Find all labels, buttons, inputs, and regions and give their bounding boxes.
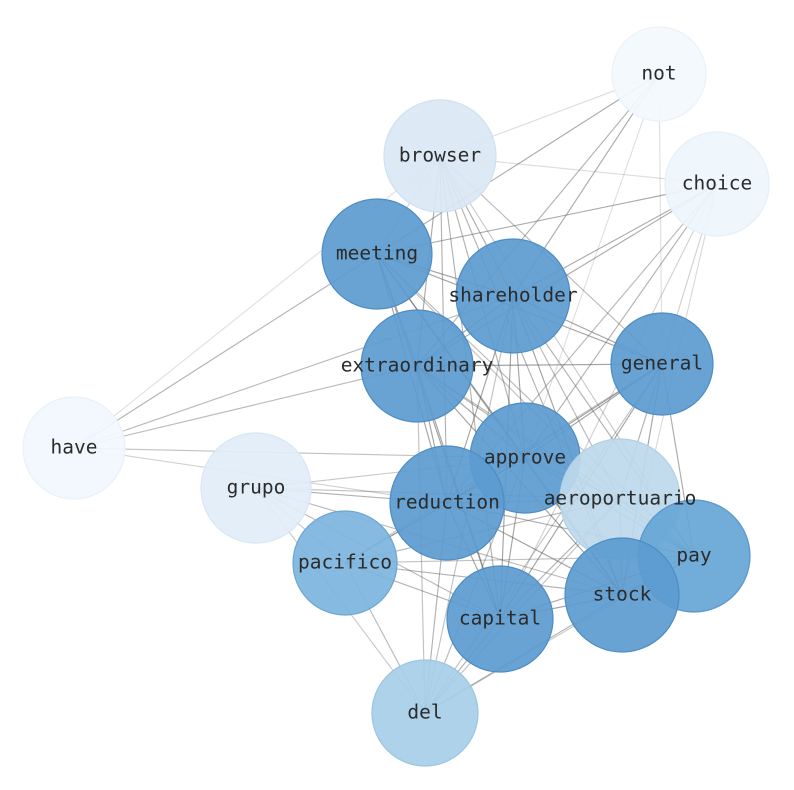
graph-edge (73, 253, 378, 449)
graph-edge (499, 183, 718, 620)
graph-node-pacifico[interactable] (292, 510, 398, 616)
graph-node-not[interactable] (611, 26, 707, 122)
graph-edge (376, 183, 718, 255)
graph-node-have[interactable] (22, 396, 126, 500)
graph-node-general[interactable] (610, 312, 714, 416)
graph-edge (73, 365, 418, 449)
graph-edge (416, 73, 660, 367)
graph-edge (376, 73, 660, 255)
graph-edge (524, 183, 718, 459)
graph-node-browser[interactable] (383, 99, 497, 213)
graph-node-capital[interactable] (446, 565, 554, 673)
graph-edge (524, 73, 660, 459)
graph-node-meeting[interactable] (321, 198, 433, 310)
graph-edge (439, 155, 501, 620)
graph-node-del[interactable] (371, 659, 479, 767)
graph-node-grupo[interactable] (200, 432, 312, 544)
graph-node-reduction[interactable] (389, 445, 505, 561)
graph-node-extraordinary[interactable] (360, 309, 474, 423)
graph-node-stock[interactable] (564, 537, 680, 653)
graph-node-choice[interactable] (664, 131, 770, 237)
graph-node-shareholder[interactable] (455, 238, 571, 354)
graph-edge (416, 183, 718, 367)
node-layer (22, 26, 770, 767)
